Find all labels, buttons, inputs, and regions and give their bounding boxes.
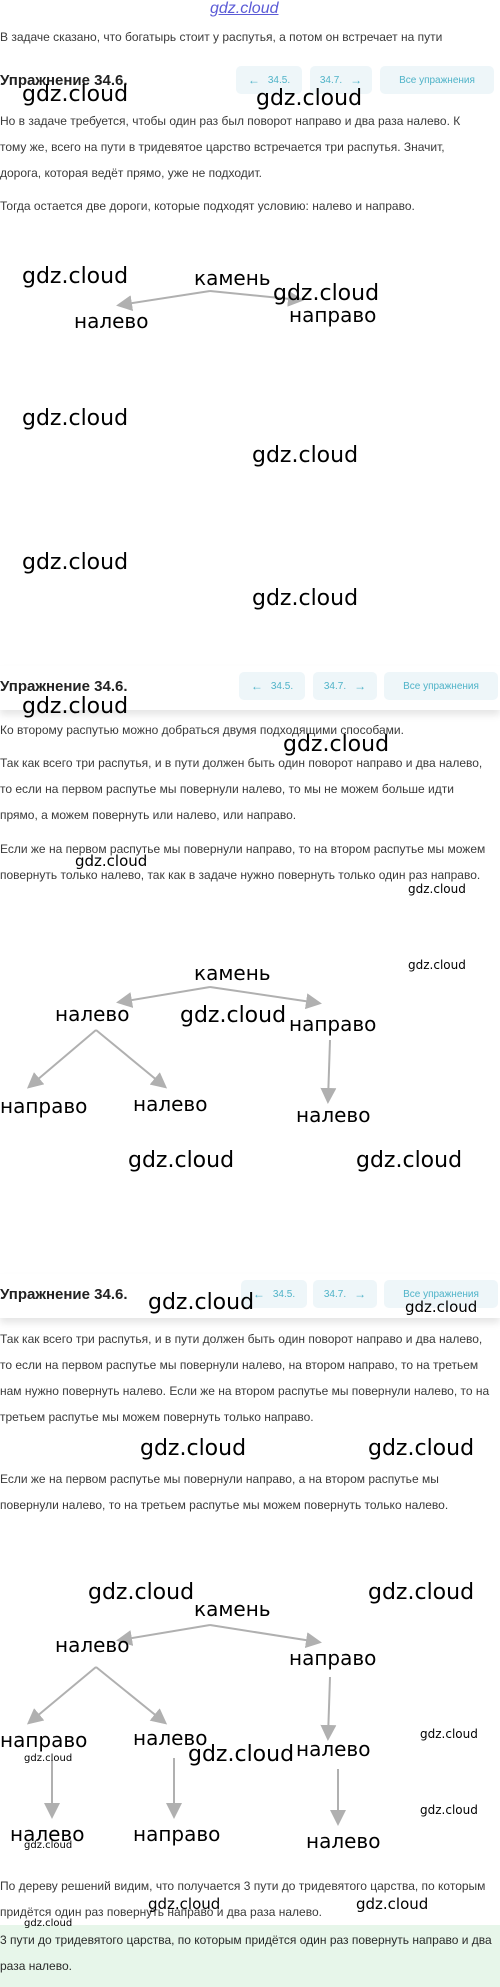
prev-exercise-button[interactable]: ←34.5. <box>241 1280 307 1308</box>
watermark: gdz.cloud <box>408 882 466 896</box>
tree1-edge-root-right <box>209 290 304 307</box>
watermark: gdz.cloud <box>148 1895 221 1913</box>
watermark: gdz.cloud <box>252 586 359 611</box>
tree2-node-left: налево <box>55 1002 130 1026</box>
watermark: gdz.cloud <box>24 1918 73 1929</box>
all-exercises-button[interactable]: Все упражнения <box>380 66 494 94</box>
tree2-edge-root-right <box>209 986 322 1010</box>
tree2-node-root: камень <box>194 961 271 985</box>
watermark: gdz.cloud <box>420 1803 478 1817</box>
watermark: gdz.cloud <box>148 1290 255 1315</box>
watermark: gdz.cloud <box>256 86 363 111</box>
watermark: gdz.cloud <box>283 732 390 757</box>
tree3-node-left-right: налево <box>133 1726 208 1750</box>
section1-paragraph-2: Тогда остается две дороги, которые подхо… <box>0 199 415 213</box>
answer-text: 3 пути до тридевятого царства, по которы… <box>0 1933 492 1973</box>
watermark: gdz.cloud <box>420 1727 478 1741</box>
watermark: gdz.cloud <box>75 852 148 870</box>
watermark: gdz.cloud <box>22 82 129 107</box>
tree3-edge-left-right <box>95 1666 168 1725</box>
exercise-title: Упражнение 34.6. <box>0 678 128 695</box>
watermark: gdz.cloud <box>24 1753 73 1764</box>
section3-paragraph-2: Если же на первом распутье мы повернули … <box>0 1472 449 1512</box>
tree3-node-left-left: направо <box>0 1728 88 1752</box>
prev-exercise-button[interactable]: ←34.5. <box>236 66 302 94</box>
tree2-node-right: направо <box>289 1012 377 1036</box>
tree3-node-root: камень <box>194 1597 271 1621</box>
tree3-node-left: налево <box>55 1633 130 1657</box>
watermark: gdz.cloud <box>180 1003 287 1028</box>
intro-text: В задаче сказано, что богатырь стоит у р… <box>0 30 443 44</box>
arrow-left-icon: ← <box>247 73 260 87</box>
watermark: gdz.cloud <box>252 443 359 468</box>
section1-paragraph-1: Но в задаче требуется, чтобы один раз бы… <box>0 114 461 180</box>
all-exercises-button[interactable]: Все упражнения <box>384 672 498 700</box>
tree2-edge-left-right <box>95 1029 168 1089</box>
arrow-left-icon: ← <box>250 679 263 693</box>
tree3-node-lr-leaf: направо <box>133 1822 221 1846</box>
watermark: gdz.cloud <box>368 1436 475 1461</box>
tree3-node-right: направо <box>289 1646 377 1670</box>
exercise-title: Упражнение 34.6. <box>0 1286 128 1303</box>
tree3-edge-root-right <box>209 1624 322 1649</box>
tree2-node-left-left: направо <box>0 1094 88 1118</box>
watermark: gdz.cloud <box>368 1580 475 1605</box>
next-exercise-button[interactable]: 34.7.→ <box>310 66 372 94</box>
watermark: gdz.cloud <box>405 1298 478 1316</box>
exercise-header-3: Упражнение 34.6. ←34.5. 34.7.→ Все упраж… <box>0 1274 500 1318</box>
exercise-header-1: Упражнение 34.6. ←34.5. 34.7.→ Все упраж… <box>0 60 500 104</box>
site-logo[interactable]: gdz.cloud <box>210 0 279 17</box>
watermark: gdz.cloud <box>22 550 129 575</box>
next-exercise-button[interactable]: 34.7.→ <box>313 672 377 700</box>
decision-tree-1 <box>116 290 304 312</box>
answer-box: 3 пути до тридевятого царства, по которы… <box>0 1925 500 1987</box>
arrow-right-icon: → <box>354 1287 367 1301</box>
tree2-edge-right-down <box>320 1039 337 1104</box>
tree3-edge-left-left <box>26 1666 97 1725</box>
conclusion-text: По дереву решений видим, что получается … <box>0 1879 486 1919</box>
watermark: gdz.cloud <box>408 958 466 972</box>
section2-paragraph-2: Так как всего три распутья, и в пути дол… <box>0 756 483 822</box>
tree2-node-right-down: налево <box>296 1103 371 1127</box>
next-exercise-button[interactable]: 34.7.→ <box>313 1280 377 1308</box>
watermark: gdz.cloud <box>24 1840 73 1851</box>
all-exercises-button[interactable]: Все упражнения <box>384 1280 498 1308</box>
prev-exercise-button[interactable]: ←34.5. <box>239 672 305 700</box>
watermark: gdz.cloud <box>22 264 129 289</box>
section2-paragraph-3: Если же на первом распутье мы повернули … <box>0 842 486 882</box>
exercise-title: Упражнение 34.6. <box>0 72 128 89</box>
section3-paragraph-1: Так как всего три распутья, и в пути дол… <box>0 1332 490 1424</box>
watermark: gdz.cloud <box>22 694 129 719</box>
decision-tree-2 <box>26 986 337 1104</box>
section2-paragraph-1: Ко второму распутью можно добраться двум… <box>0 723 404 737</box>
tree2-edge-root-left <box>116 986 211 1008</box>
tree1-node-root: камень <box>194 266 271 290</box>
arrow-right-icon: → <box>354 679 367 693</box>
tree3-node-right-down: налево <box>296 1737 371 1761</box>
tree1-edge-root-left <box>116 290 211 312</box>
exercise-header-2: Упражнение 34.6. ←34.5. 34.7.→ Все упраж… <box>0 666 500 710</box>
watermark: gdz.cloud <box>188 1742 295 1767</box>
watermark: gdz.cloud <box>22 406 129 431</box>
arrow-right-icon: → <box>350 73 363 87</box>
watermark: gdz.cloud <box>356 1895 429 1913</box>
tree1-node-right: направо <box>289 303 377 327</box>
watermark: gdz.cloud <box>88 1580 195 1605</box>
tree2-edge-left-left <box>26 1029 97 1089</box>
watermark: gdz.cloud <box>128 1148 235 1173</box>
tree3-edge-root-left <box>116 1624 211 1646</box>
watermark: gdz.cloud <box>140 1436 247 1461</box>
arrow-left-icon: ← <box>252 1287 265 1301</box>
decision-tree-3 <box>26 1624 346 1826</box>
tree1-node-left: налево <box>74 309 149 333</box>
tree3-node-ll-leaf: налево <box>10 1822 85 1846</box>
tree2-node-left-right: налево <box>133 1092 208 1116</box>
tree3-edge-right-down <box>320 1676 337 1741</box>
watermark: gdz.cloud <box>356 1148 463 1173</box>
tree3-node-rr-leaf: налево <box>306 1829 381 1853</box>
watermark: gdz.cloud <box>273 281 380 306</box>
